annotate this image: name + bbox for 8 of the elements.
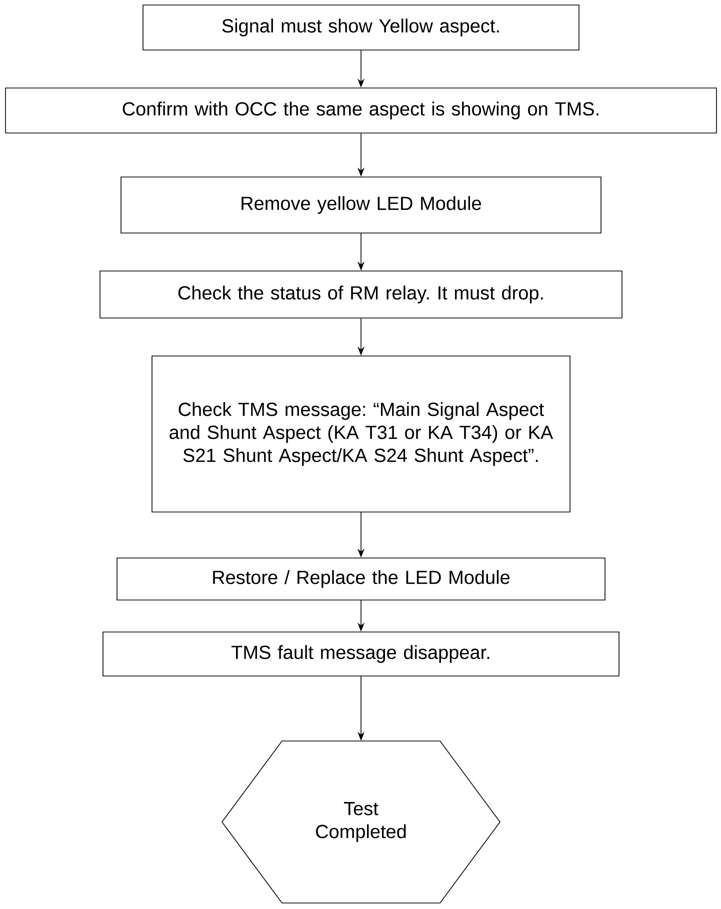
process-box: Check the status of RM relay. It must drop. — [100, 270, 622, 318]
process-box: Confirm with OCC the same aspect is showing on TMS. — [5, 88, 717, 134]
process-box: Remove yellow LED Module — [120, 176, 602, 234]
process-box: Check TMS message: “Main Signal Aspect and Shunt Aspect (KA T31 or KA T34) or KA S21 Shunt Aspect/KA S24 Shunt Aspect”. — [152, 356, 570, 512]
process-box: Restore / Replace the LED Module — [116, 558, 606, 600]
end-hexagon: Test Completed — [222, 740, 500, 904]
process-box: TMS fault message disappear. — [102, 632, 620, 676]
process-box: Signal must show Yellow aspect. — [142, 4, 580, 50]
